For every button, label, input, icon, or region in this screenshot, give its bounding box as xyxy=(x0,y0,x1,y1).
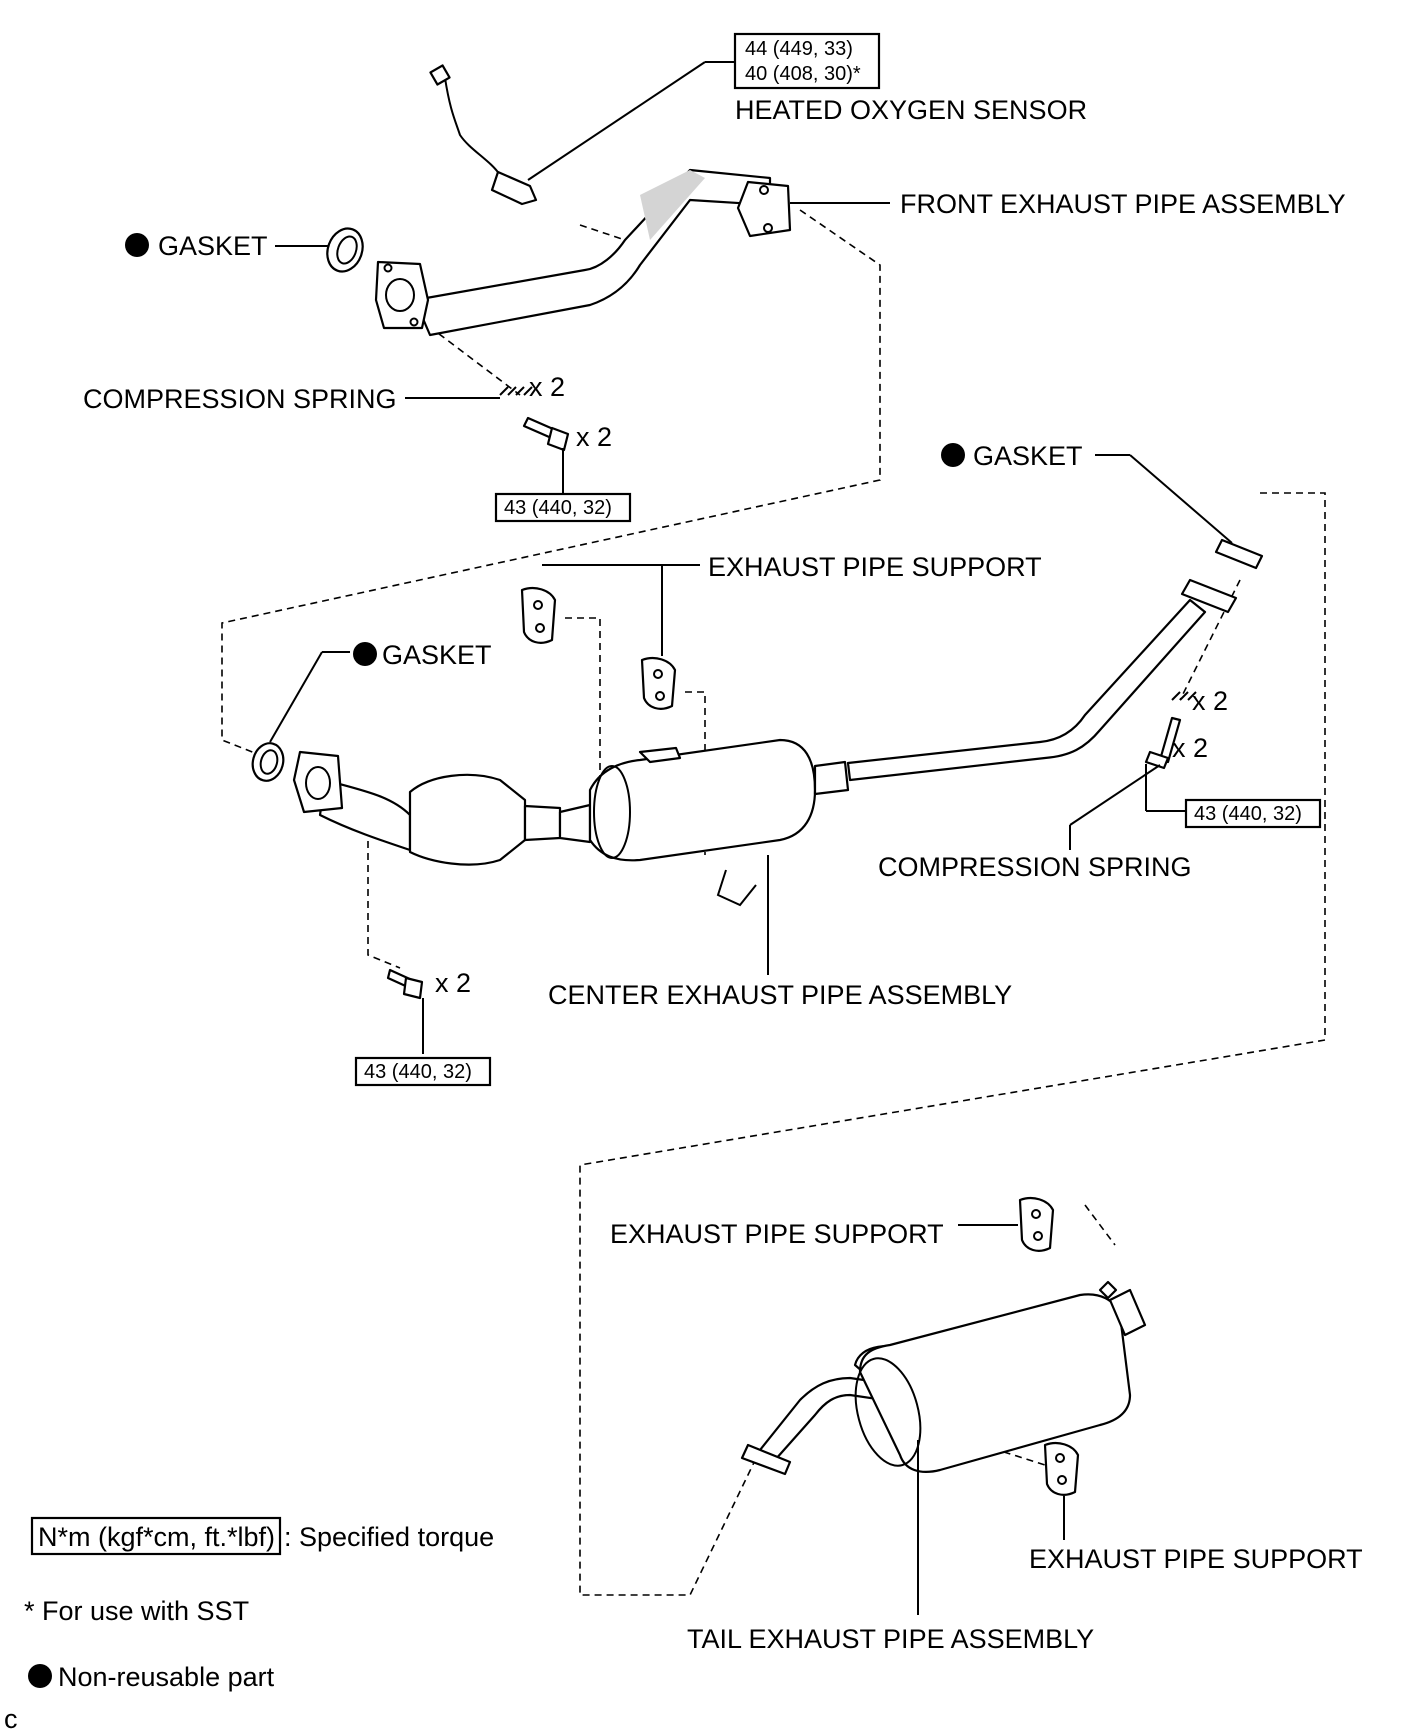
torque-box-center-left-bolt: 43 (440, 32) xyxy=(354,1056,492,1087)
torque-front-bolt: 43 (440, 32) xyxy=(504,497,612,519)
qty-front-bolt: x 2 xyxy=(576,422,612,452)
label-exhaust-pipe-support-tail-top: EXHAUST PIPE SUPPORT xyxy=(610,1219,944,1249)
legend: N*m (kgf*cm, ft.*lbf) : Specified torque… xyxy=(4,1516,494,1734)
legend-torque-unit: N*m (kgf*cm, ft.*lbf) xyxy=(38,1522,275,1552)
torque-boxes: 44 (449, 33) 40 (408, 30)* 43 (440, 32) … xyxy=(354,32,1322,1087)
legend-non-reusable: Non-reusable part xyxy=(58,1662,275,1692)
non-reusable-marker-icon xyxy=(353,642,377,666)
label-exhaust-pipe-support-center: EXHAUST PIPE SUPPORT xyxy=(708,552,1042,582)
label-exhaust-pipe-support-tail-bottom: EXHAUST PIPE SUPPORT xyxy=(1029,1544,1363,1574)
assembly-guide-lines xyxy=(221,209,1326,1596)
non-reusable-marker-icon xyxy=(941,443,965,467)
label-gasket-front: GASKET xyxy=(158,231,268,261)
center-pipe-supports-part xyxy=(520,586,677,710)
torque-box-center-right-bolt: 43 (440, 32) xyxy=(1184,798,1322,829)
qty-front-spring: x 2 xyxy=(529,372,565,402)
label-gasket-center: GASKET xyxy=(382,640,492,670)
label-compression-spring-front: COMPRESSION SPRING xyxy=(83,384,397,414)
legend-torque-desc: : Specified torque xyxy=(284,1522,494,1552)
label-front-exhaust-pipe-assembly: FRONT EXHAUST PIPE ASSEMBLY xyxy=(900,189,1346,219)
label-center-exhaust-pipe-assembly: CENTER EXHAUST PIPE ASSEMBLY xyxy=(548,980,1012,1010)
non-reusable-marker-icon xyxy=(125,233,149,257)
torque-box-oxygen-sensor: 44 (449, 33) 40 (408, 30)* xyxy=(733,32,881,90)
torque-oxygen-sensor-line2: 40 (408, 30)* xyxy=(745,63,861,85)
front-gasket-part xyxy=(326,227,364,273)
qty-center-right-spring: x 2 xyxy=(1192,686,1228,716)
torque-box-front-bolt: 43 (440, 32) xyxy=(494,492,632,523)
legend-sst-note: * For use with SST xyxy=(24,1596,249,1626)
qty-center-right-bolt: x 2 xyxy=(1172,733,1208,763)
center-right-spring-and-bolt-part xyxy=(1144,691,1197,770)
tail-exhaust-pipe-part xyxy=(740,1280,1147,1476)
center-exhaust-pipe-part xyxy=(292,578,1238,907)
heated-oxygen-sensor-part xyxy=(429,64,538,206)
tail-pipe-supports-part xyxy=(1018,1196,1080,1496)
qty-center-left-bolt: x 2 xyxy=(435,968,471,998)
center-left-gasket-part xyxy=(251,742,285,782)
torque-oxygen-sensor-line1: 44 (449, 33) xyxy=(745,38,853,60)
center-left-bolt-part xyxy=(386,968,424,1000)
corner-mark: c xyxy=(4,1704,18,1734)
label-gasket-rear: GASKET xyxy=(973,441,1083,471)
part-labels: HEATED OXYGEN SENSOR FRONT EXHAUST PIPE … xyxy=(83,95,1363,1654)
label-compression-spring-center: COMPRESSION SPRING xyxy=(878,852,1192,882)
front-exhaust-pipe-part xyxy=(374,168,792,337)
non-reusable-legend-icon xyxy=(28,1664,52,1688)
label-tail-exhaust-pipe-assembly: TAIL EXHAUST PIPE ASSEMBLY xyxy=(687,1624,1094,1654)
label-heated-oxygen-sensor: HEATED OXYGEN SENSOR xyxy=(735,95,1087,125)
rear-gasket-part xyxy=(1214,538,1264,570)
leader-lines xyxy=(269,61,1233,1615)
torque-center-left-bolt: 43 (440, 32) xyxy=(364,1061,472,1083)
torque-center-right-bolt: 43 (440, 32) xyxy=(1194,803,1302,825)
